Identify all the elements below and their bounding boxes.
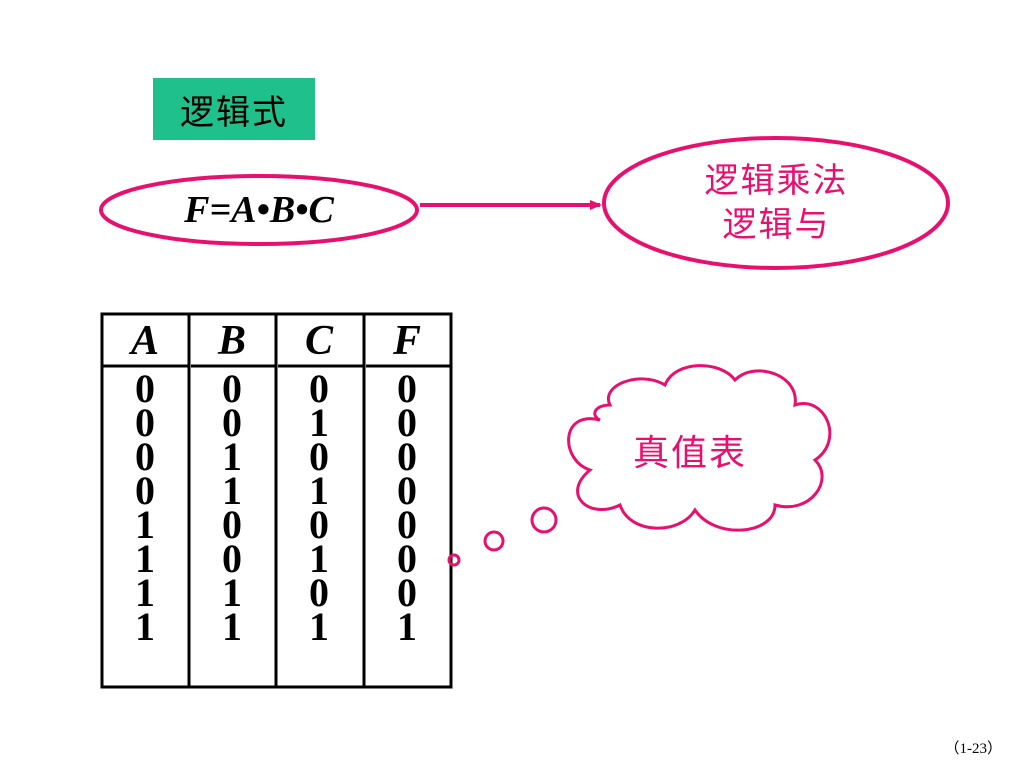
page-number: （1-23） <box>944 741 1003 757</box>
cell-c-7: 1 <box>309 604 329 649</box>
cell-a-6: 1 <box>135 570 155 615</box>
cell-f-7: 1 <box>397 604 417 649</box>
cell-b-6: 1 <box>222 570 242 615</box>
result-line-1: 逻辑乘法 <box>704 161 849 201</box>
cell-c-2: 0 <box>309 434 329 479</box>
cell-f-2: 0 <box>397 434 417 479</box>
cell-b-1: 0 <box>222 400 242 445</box>
cell-b-3: 1 <box>222 468 242 513</box>
column-c: 0 1 0 1 0 1 0 1 <box>276 366 362 649</box>
header-b: B <box>217 318 246 364</box>
cell-c-5: 1 <box>309 536 329 581</box>
column-a: 0 0 0 0 1 1 1 1 <box>102 366 188 649</box>
cell-a-0: 0 <box>135 366 155 411</box>
thought-cloud <box>567 364 832 532</box>
formula-ellipse <box>99 174 419 246</box>
thought-bubble-large <box>530 506 558 534</box>
cell-c-1: 1 <box>309 400 329 445</box>
cloud-label: 真值表 <box>632 433 747 474</box>
header-f: F <box>392 318 421 364</box>
cell-f-3: 0 <box>397 468 417 513</box>
title-box: 逻辑式 <box>153 78 315 140</box>
cell-a-7: 1 <box>135 604 155 649</box>
column-f: 0 0 0 0 0 0 0 1 <box>364 366 450 649</box>
cell-f-6: 0 <box>397 570 417 615</box>
cell-b-7: 1 <box>222 604 242 649</box>
cell-c-0: 0 <box>309 366 329 411</box>
cell-b-5: 0 <box>222 536 242 581</box>
title-text: 逻辑式 <box>180 92 288 133</box>
column-b: 0 0 1 1 0 0 1 1 <box>189 366 275 649</box>
thought-bubble-medium <box>483 530 505 552</box>
cell-a-4: 1 <box>135 502 155 547</box>
cell-a-1: 0 <box>135 400 155 445</box>
thought-bubble-small <box>447 553 461 567</box>
cell-f-1: 0 <box>397 400 417 445</box>
cell-a-5: 1 <box>135 536 155 581</box>
cell-c-3: 1 <box>309 468 329 513</box>
cell-b-0: 0 <box>222 366 242 411</box>
cell-f-0: 0 <box>397 366 417 411</box>
result-ellipse <box>602 136 950 270</box>
cell-a-2: 0 <box>135 434 155 479</box>
result-text: 逻辑乘法 逻辑与 <box>604 138 949 268</box>
header-c: C <box>304 318 333 364</box>
cell-f-4: 0 <box>397 502 417 547</box>
cell-c-4: 0 <box>309 502 329 547</box>
result-line-2: 逻辑与 <box>722 205 831 245</box>
cell-f-5: 0 <box>397 536 417 581</box>
cell-b-4: 0 <box>222 502 242 547</box>
cell-c-6: 0 <box>309 570 329 615</box>
formula-text: F=A•B•C <box>184 189 334 231</box>
header-a: A <box>130 318 159 364</box>
cell-a-3: 0 <box>135 468 155 513</box>
cell-b-2: 1 <box>222 434 242 479</box>
